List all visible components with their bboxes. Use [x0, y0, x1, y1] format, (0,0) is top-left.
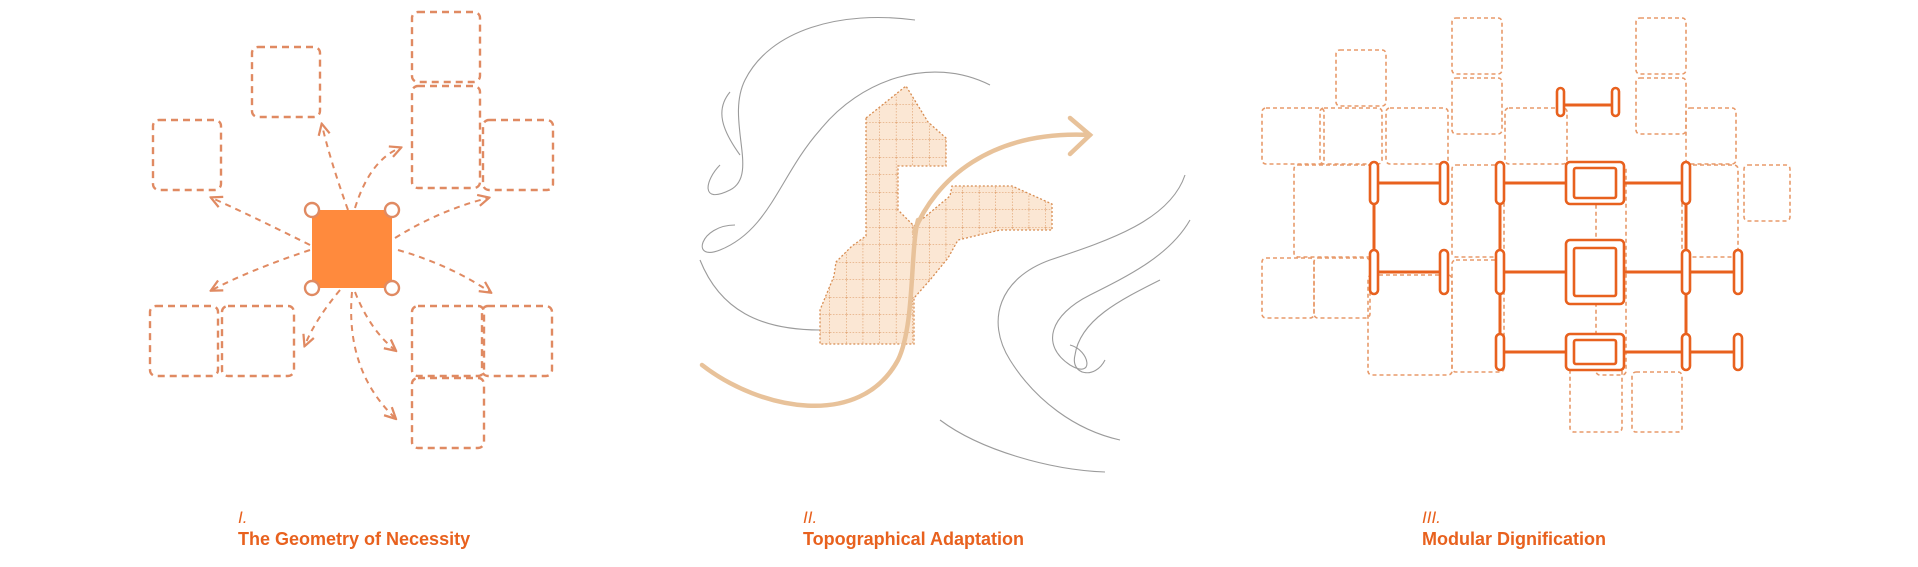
tan-flow-arrow-upper	[911, 132, 1093, 235]
frame-pin	[1680, 248, 1692, 296]
frame-pin	[1555, 86, 1566, 118]
dashed-module	[1451, 77, 1503, 135]
caption-numeral: III.	[1422, 508, 1441, 527]
dashed-module	[410, 304, 486, 378]
dashed-module	[148, 304, 220, 378]
building-grid-footprint	[819, 85, 1053, 345]
radiating-arrow	[350, 291, 395, 418]
dashed-module	[480, 304, 554, 378]
caption-title: Modular Dignification	[1422, 529, 1606, 549]
dashed-module	[1743, 164, 1791, 222]
dashed-module	[1635, 17, 1687, 75]
caption-numeral: II.	[803, 508, 818, 527]
frame-pin	[1494, 160, 1506, 206]
dashed-module	[1635, 77, 1687, 135]
caption-numeral: I.	[238, 508, 248, 527]
radiating-arrow	[322, 125, 349, 211]
dashed-module	[1685, 107, 1737, 165]
core-corner-node	[383, 201, 401, 219]
frame-joint-inner	[1572, 166, 1618, 200]
caption-panel-1: I. The Geometry of Necessity	[238, 508, 470, 550]
dashed-module	[410, 376, 486, 450]
radiating-arrow	[212, 249, 311, 290]
radiating-arrow	[212, 198, 311, 246]
frame-pin	[1680, 160, 1692, 206]
contour-line	[699, 259, 821, 331]
frame-pin	[1494, 332, 1506, 372]
frame-pin	[1494, 248, 1506, 296]
radiating-arrow	[354, 291, 395, 350]
dashed-module	[1451, 259, 1505, 373]
frame-pin	[1732, 332, 1744, 372]
contour-line	[1052, 219, 1191, 370]
frame-pin	[1732, 248, 1744, 296]
frame-pin	[1438, 248, 1450, 296]
contour-line	[701, 71, 991, 253]
frame-joint-inner	[1572, 246, 1618, 298]
dashed-module	[1451, 164, 1505, 258]
dashed-module	[1319, 107, 1383, 165]
core-corner-node	[303, 279, 321, 297]
caption-title: The Geometry of Necessity	[238, 529, 471, 549]
dashed-module	[151, 118, 223, 192]
dashed-module	[1335, 49, 1387, 107]
dashed-module	[1293, 164, 1375, 258]
frame-pin	[1368, 160, 1380, 206]
dashed-module	[1631, 371, 1683, 433]
central-core-square	[312, 210, 392, 288]
radiating-arrow	[305, 289, 341, 345]
contour-line	[939, 419, 1106, 473]
dashed-module	[1261, 107, 1325, 165]
dashed-module	[1261, 257, 1315, 319]
frame-pin	[1610, 86, 1621, 118]
dashed-module	[1385, 107, 1449, 165]
contour-line	[721, 91, 741, 156]
contour-line	[997, 174, 1186, 441]
core-corner-node	[303, 201, 321, 219]
dashed-module	[410, 10, 482, 84]
radiating-arrow	[354, 148, 400, 209]
radiating-arrow	[397, 249, 490, 292]
dashed-module	[410, 84, 482, 190]
caption-title: Topographical Adaptation	[803, 529, 1024, 549]
tan-arrowhead	[1067, 115, 1094, 157]
dashed-module	[220, 304, 296, 378]
dashed-module	[1451, 17, 1503, 75]
dashed-module	[250, 45, 322, 119]
dashed-module	[1313, 257, 1371, 319]
dashed-module	[481, 118, 555, 192]
dashed-module	[1681, 164, 1739, 258]
caption-panel-2: II. Topographical Adaptation	[803, 508, 1024, 550]
frame-pin	[1680, 332, 1692, 372]
contour-line	[707, 17, 916, 196]
core-corner-node	[383, 279, 401, 297]
radiating-arrow	[394, 198, 488, 239]
contour-line	[1073, 279, 1161, 374]
frame-pin	[1368, 248, 1380, 296]
frame-joint-inner	[1572, 338, 1618, 366]
caption-panel-3: III. Modular Dignification	[1422, 508, 1606, 550]
dashed-module	[1504, 107, 1568, 165]
frame-pin	[1438, 160, 1450, 206]
tan-flow-arrow-lower	[699, 217, 921, 408]
